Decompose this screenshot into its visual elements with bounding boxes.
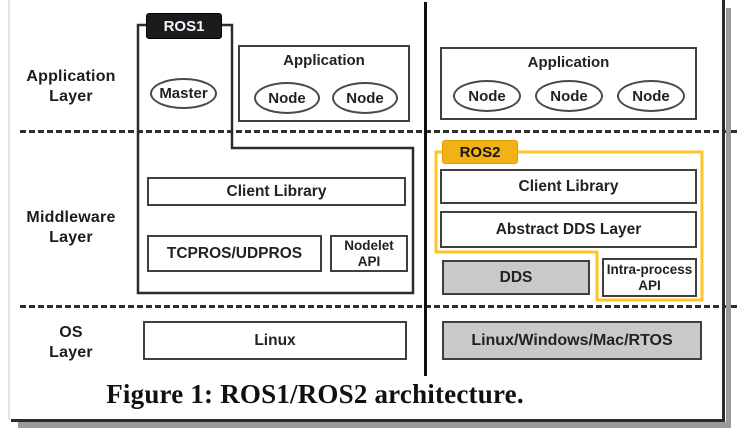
ros2-application-box: Application Node Node Node xyxy=(440,47,697,120)
ros2-node-ellipse: Node xyxy=(535,80,603,112)
figure-bottom-shadow xyxy=(18,422,731,428)
figure-right-border xyxy=(722,0,725,421)
ros1-nodelet-api-box: Nodelet API xyxy=(330,235,408,272)
ros1-transport-box: TCPROS/UDPROS xyxy=(147,235,322,272)
ros2-client-library-box: Client Library xyxy=(440,169,697,204)
ros2-node-ellipse: Node xyxy=(617,80,685,112)
ros1-node-ellipse: Node xyxy=(254,82,320,114)
ros1-master-ellipse: Master xyxy=(150,78,217,109)
ros2-node-ellipse: Node xyxy=(453,80,521,112)
os-layer-label: OS Layer xyxy=(49,324,93,361)
figure-right-shadow xyxy=(726,8,731,428)
ros2-abstract-dds-layer-box: Abstract DDS Layer xyxy=(440,211,697,248)
figure-bottom-border xyxy=(11,419,725,422)
ros1-node-ellipse: Node xyxy=(332,82,398,114)
layer-separator-middleware-os xyxy=(20,305,737,308)
ros2-os-box: Linux/Windows/Mac/RTOS xyxy=(442,321,702,360)
ros1-os-box: Linux xyxy=(143,321,407,360)
ros2-application-title: Application xyxy=(527,54,610,71)
layer-separator-application-middleware xyxy=(20,130,737,133)
ros2-badge: ROS2 xyxy=(442,140,518,164)
ros1-badge: ROS1 xyxy=(146,13,222,39)
ros2-intra-process-api-box: Intra-process API xyxy=(602,258,697,297)
ros2-dds-box: DDS xyxy=(442,260,590,295)
ros1-ros2-divider-line xyxy=(424,2,427,376)
figure-left-border xyxy=(8,0,10,420)
middleware-layer-label: Middleware Layer xyxy=(26,209,116,246)
ros1-application-box: Application Node Node xyxy=(238,45,410,122)
application-layer-label: Application Layer xyxy=(26,68,116,105)
figure-caption: Figure 1: ROS1/ROS2 architecture. xyxy=(106,379,524,409)
ros1-client-library-box: Client Library xyxy=(147,177,406,206)
ros1-application-title: Application xyxy=(283,52,365,69)
